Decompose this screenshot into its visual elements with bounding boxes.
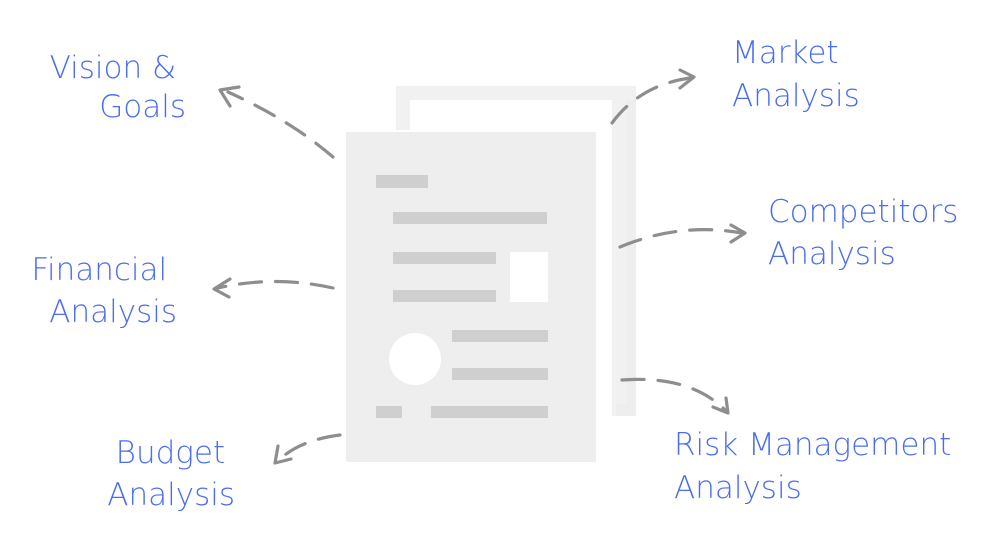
doc-heading-bar xyxy=(376,175,428,188)
label-budget-analysis: Budget Analysis xyxy=(107,435,235,513)
doc-line-1 xyxy=(393,212,547,224)
document-stack-icon xyxy=(346,86,636,462)
doc-line-4 xyxy=(452,330,548,342)
doc-line-5 xyxy=(452,368,548,380)
back-page xyxy=(396,86,636,416)
doc-avatar-circle xyxy=(389,333,441,385)
doc-line-2 xyxy=(393,252,496,264)
label-risk-management-analysis: Risk Management Analysis xyxy=(674,427,961,506)
arrow-to-vision xyxy=(218,85,335,159)
back-page-right-strip xyxy=(616,100,636,416)
arrow-to-competitors xyxy=(618,223,747,249)
doc-footer-short xyxy=(376,406,402,418)
label-competitors-analysis: Competitors Analysis xyxy=(768,194,968,272)
label-market-analysis: Market Analysis xyxy=(732,35,860,114)
arrow-to-financial xyxy=(212,277,335,299)
arrow-to-budget xyxy=(273,433,342,465)
doc-footer-long xyxy=(431,406,548,418)
doc-image-box xyxy=(510,252,548,302)
doc-line-3 xyxy=(393,290,496,302)
arrow-to-risk xyxy=(620,377,730,415)
arrow-to-market xyxy=(610,68,696,125)
label-financial-analysis: Financial Analysis xyxy=(31,252,177,330)
label-vision-goals: Vision & Goals xyxy=(50,50,186,125)
